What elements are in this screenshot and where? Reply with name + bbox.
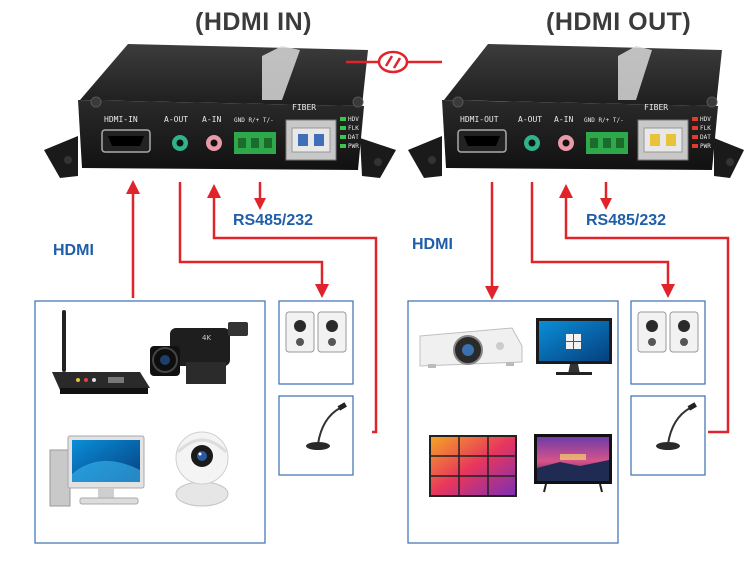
hdmi-port-slot <box>464 136 500 146</box>
screw <box>374 158 382 166</box>
transmitter-device: HDMI-IN A-OUT A-IN GND R/+ T/- FIBER <box>44 44 396 178</box>
security-camera-icon <box>175 431 229 507</box>
screw <box>428 156 436 164</box>
box-rx-speakers <box>630 300 706 385</box>
screw <box>64 156 72 164</box>
led-label: FLK <box>700 125 711 132</box>
led-label: HDV <box>700 116 711 123</box>
led-icon <box>340 144 346 148</box>
led-label: DAT <box>348 134 359 141</box>
screw <box>726 158 734 166</box>
led-icon <box>340 117 346 121</box>
screw <box>352 96 364 108</box>
hdmi-port-slot <box>108 136 144 146</box>
set-top-box-icon <box>52 310 150 394</box>
fiber-link-icon <box>346 50 442 74</box>
device-boxes <box>34 300 706 544</box>
screw <box>90 96 102 108</box>
port-label-a-out: A-OUT <box>518 115 542 124</box>
signal-lines <box>131 182 730 434</box>
line-mic-to-ain <box>564 196 730 434</box>
arrow-heads <box>126 180 675 300</box>
led-label: DAT <box>700 134 711 141</box>
port-label-fiber: FIBER <box>292 103 316 112</box>
mount-ear-left <box>408 136 442 178</box>
title-hdmi-in: (HDMI IN) <box>195 8 312 36</box>
led-icon <box>692 144 698 148</box>
device-label-sticker <box>262 46 300 100</box>
port-label-hdmi-in: HDMI-IN <box>104 115 138 124</box>
arrowhead-up-icon <box>126 180 140 194</box>
port-label-a-in: A-IN <box>202 115 221 124</box>
svg-text:4K: 4K <box>202 334 211 342</box>
led-icon <box>340 135 346 139</box>
led-icon <box>340 126 346 130</box>
port-label-hdmi-out: HDMI-OUT <box>460 115 499 124</box>
arrowhead-down-icon <box>315 284 329 298</box>
line-aout-to-speakers <box>530 182 670 284</box>
arrowhead-up-icon <box>207 184 221 198</box>
projector-icon <box>419 327 523 368</box>
microphone-icon <box>306 402 347 450</box>
box-tx-mic <box>278 395 354 476</box>
mount-ear-left <box>44 136 78 178</box>
led-label: PWR <box>348 143 359 150</box>
line-mic-to-ain <box>212 196 378 434</box>
speakers-icon <box>637 311 699 353</box>
mount-ear-right <box>714 138 744 178</box>
port-label-terminal: GND R/+ T/- <box>234 117 274 124</box>
speakers-icon <box>285 311 347 353</box>
title-hdmi-out: (HDMI OUT) <box>546 8 692 36</box>
device-top <box>80 44 368 106</box>
led-indicators: HDV FLK DAT PWR <box>340 116 359 150</box>
device-label-sticker <box>618 46 652 100</box>
device-top <box>444 44 722 106</box>
box-rx-mic <box>630 395 706 476</box>
monitor-icon <box>536 318 612 375</box>
camcorder-icon: 4K <box>150 322 248 384</box>
led-icon <box>692 117 698 121</box>
label-hdmi-input: HDMI <box>53 242 94 259</box>
microphone-icon <box>656 402 697 450</box>
television-icon <box>534 434 612 493</box>
desktop-computer-icon <box>49 435 145 507</box>
screw <box>452 96 464 108</box>
box-displays <box>407 300 619 544</box>
led-icon <box>692 126 698 130</box>
arrowhead-down-icon <box>254 198 266 210</box>
led-icon <box>692 135 698 139</box>
label-rs485-rx: RS485/232 <box>586 212 667 229</box>
led-label: HDV <box>348 116 359 123</box>
port-label-a-out: A-OUT <box>164 115 188 124</box>
video-wall-icon <box>429 435 517 497</box>
screw <box>706 96 718 108</box>
arrowhead-down-icon <box>661 284 675 298</box>
arrowhead-down-icon <box>600 198 612 210</box>
port-label-fiber: FIBER <box>644 103 668 112</box>
led-label: FLK <box>348 125 359 132</box>
arrowhead-up-icon <box>559 184 573 198</box>
port-label-terminal: GND R/+ T/- <box>584 117 624 124</box>
line-aout-to-speakers <box>178 182 324 284</box>
box-sources <box>34 300 266 544</box>
receiver-device: HDMI-OUT A-OUT A-IN GND R/+ T/- FIBER <box>408 44 744 178</box>
led-label: PWR <box>700 143 711 150</box>
port-label-a-in: A-IN <box>554 115 573 124</box>
label-rs485-tx: RS485/232 <box>233 212 314 229</box>
arrowhead-down-icon <box>485 286 499 300</box>
label-hdmi-output: HDMI <box>412 236 453 253</box>
box-tx-speakers <box>278 300 354 385</box>
led-indicators: HDV FLK DAT PWR <box>692 116 711 150</box>
